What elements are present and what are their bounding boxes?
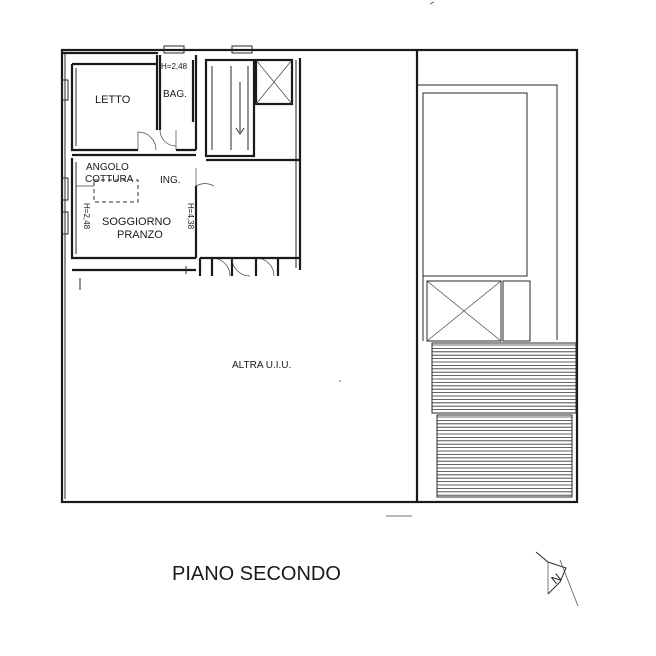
room-label-cottura: COTTURA xyxy=(85,174,134,185)
room-labels: LETTO BAG. H=2,48 ANGOLO COTTURA ING. SO… xyxy=(82,62,341,585)
room-label-ingresso: ING. xyxy=(160,175,181,186)
room-label-letto: LETTO xyxy=(95,94,131,106)
room-label-angolo: ANGOLO xyxy=(86,162,129,173)
scan-specks xyxy=(339,1,435,517)
plan-title: PIANO SECONDO xyxy=(172,563,341,585)
stair-stripes xyxy=(432,344,576,496)
room-label-pranzo: PRANZO xyxy=(117,229,163,241)
height-label-bagno: H=2,48 xyxy=(161,62,188,71)
stair-area-upper xyxy=(431,342,577,414)
apartment-walls xyxy=(61,45,302,290)
north-arrow-letter: N xyxy=(548,571,564,587)
height-label-soggiorno-right: H=4,38 xyxy=(186,203,195,230)
north-arrow-icon: N xyxy=(535,551,579,607)
height-label-soggiorno-left: H=2,48 xyxy=(82,203,91,230)
outer-walls xyxy=(60,48,579,504)
room-label-soggiorno: SOGGIORNO xyxy=(102,216,172,228)
room-label-bagno: BAG. xyxy=(163,89,187,100)
right-block xyxy=(415,50,558,502)
room-label-altra-uiu: ALTRA U.I.U. xyxy=(232,360,291,371)
stair-area-lower xyxy=(436,414,573,498)
